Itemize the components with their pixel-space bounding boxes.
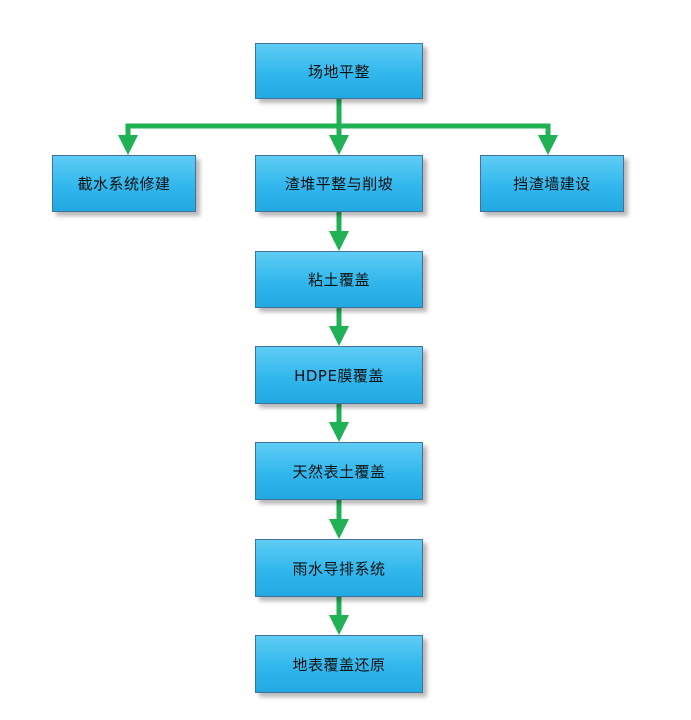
node-intercept-drain: 截水系统修建 — [52, 155, 196, 212]
node-rain-drainage: 雨水导排系统 — [255, 539, 423, 597]
node-topsoil-cover: 天然表土覆盖 — [255, 442, 423, 500]
node-hdpe-cover: HDPE膜覆盖 — [255, 346, 423, 404]
node-site-leveling: 场地平整 — [255, 43, 423, 99]
node-surface-restore: 地表覆盖还原 — [255, 635, 423, 693]
node-clay-cover: 粘土覆盖 — [255, 251, 423, 308]
node-slag-leveling: 渣堆平整与削坡 — [255, 155, 423, 212]
node-retaining-wall: 挡渣墙建设 — [480, 155, 624, 212]
